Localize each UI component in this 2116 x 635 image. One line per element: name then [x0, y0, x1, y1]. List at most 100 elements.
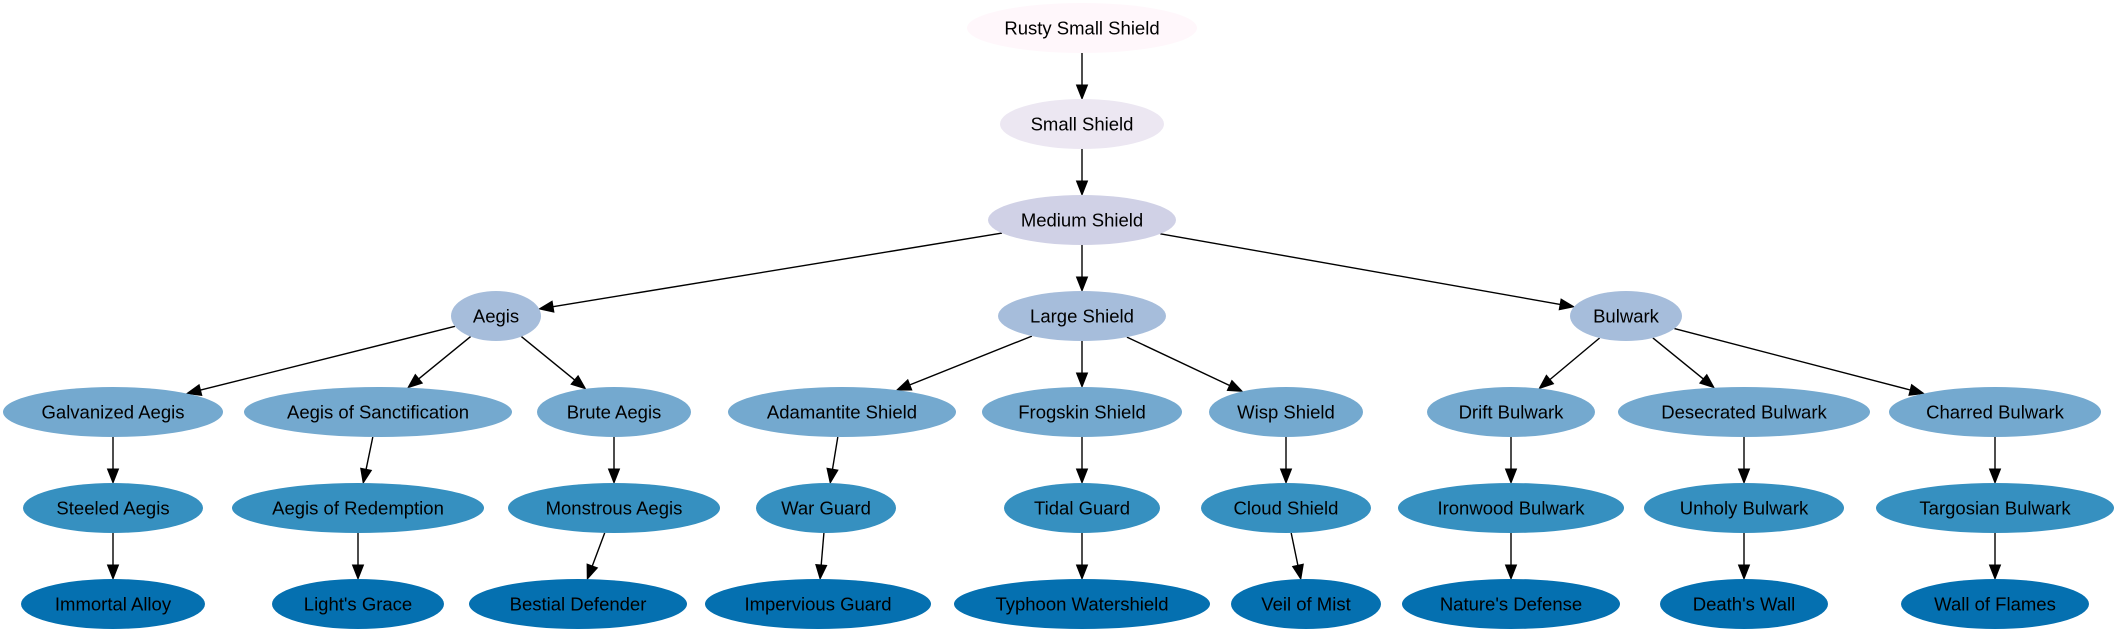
node-desecrated-bulwark: Desecrated Bulwark	[1618, 387, 1870, 437]
node-bulwark: Bulwark	[1570, 291, 1682, 341]
node-lights-grace: Light's Grace	[272, 579, 444, 629]
node-label: War Guard	[781, 498, 871, 519]
arrowhead-icon	[1988, 564, 2002, 581]
arrowhead-icon	[1538, 374, 1555, 390]
node-steeled-aegis: Steeled Aegis	[23, 483, 203, 533]
node-label: Unholy Bulwark	[1680, 498, 1809, 519]
node-label: Wisp Shield	[1237, 402, 1335, 423]
node-large-shield: Large Shield	[998, 291, 1166, 341]
node-shape	[3, 387, 223, 437]
edge-bulwark-to-desecrated-bulwark	[1652, 337, 1716, 389]
edge-aegis-of-sanctification-to-aegis-of-redemption	[360, 436, 374, 485]
edge-large-shield-to-adamantite-shield	[895, 335, 1033, 391]
arrowhead-icon	[1988, 468, 2002, 485]
node-medium-shield: Medium Shield	[988, 195, 1176, 245]
node-targosian-bulwark: Targosian Bulwark	[1876, 483, 2114, 533]
node-label: Tidal Guard	[1034, 498, 1130, 519]
node-label: Rusty Small Shield	[1004, 18, 1159, 39]
edge-aegis-to-galvanized-aegis	[185, 325, 456, 396]
edge-large-shield-to-frogskin-shield	[1075, 341, 1089, 389]
edge-cloud-shield-to-veil-of-mist	[1290, 532, 1304, 581]
arrowhead-icon	[185, 383, 203, 396]
node-label: Impervious Guard	[744, 594, 891, 615]
edge-adamantite-shield-to-war-guard	[826, 436, 839, 485]
node-label: Drift Bulwark	[1459, 402, 1565, 423]
edges-layer	[106, 53, 2002, 581]
node-shape	[967, 3, 1197, 53]
edge-line	[831, 436, 839, 470]
arrowhead-icon	[570, 374, 587, 390]
node-shape	[1209, 387, 1363, 437]
edge-bulwark-to-charred-bulwark	[1674, 327, 1926, 396]
edge-drift-bulwark-to-ironwood-bulwark	[1504, 437, 1518, 485]
node-shape	[1402, 579, 1620, 629]
node-bestial-defender: Bestial Defender	[469, 579, 687, 629]
node-impervious-guard: Impervious Guard	[705, 579, 931, 629]
arrowhead-icon	[106, 564, 120, 581]
edge-line	[1160, 233, 1561, 306]
node-immortal-alloy: Immortal Alloy	[21, 579, 205, 629]
edge-line	[552, 232, 1003, 308]
node-label: Adamantite Shield	[767, 402, 917, 423]
node-aegis-of-redemption: Aegis of Redemption	[232, 483, 484, 533]
node-label: Small Shield	[1031, 114, 1134, 135]
node-shape	[1901, 579, 2089, 629]
node-label: Aegis of Sanctification	[287, 402, 469, 423]
edge-small-shield-to-medium-shield	[1075, 149, 1089, 197]
edge-charred-bulwark-to-targosian-bulwark	[1988, 437, 2002, 485]
arrowhead-icon	[895, 378, 913, 391]
edge-bulwark-to-drift-bulwark	[1538, 337, 1601, 390]
edge-line	[1126, 336, 1230, 387]
node-shape	[1644, 483, 1844, 533]
node-label: Wall of Flames	[1934, 594, 2056, 615]
edge-line	[909, 335, 1033, 386]
node-label: Large Shield	[1030, 306, 1134, 327]
arrowhead-icon	[106, 468, 120, 485]
node-label: Medium Shield	[1021, 210, 1143, 231]
node-aegis-of-sanctification: Aegis of Sanctification	[244, 387, 512, 437]
edge-wisp-shield-to-cloud-shield	[1279, 437, 1293, 485]
arrowhead-icon	[1504, 468, 1518, 485]
node-label: Nature's Defense	[1440, 594, 1582, 615]
node-label: Death's Wall	[1693, 594, 1796, 615]
node-ironwood-bulwark: Ironwood Bulwark	[1398, 483, 1624, 533]
node-unholy-bulwark: Unholy Bulwark	[1644, 483, 1844, 533]
edge-rusty-small-shield-to-small-shield	[1075, 53, 1089, 101]
node-label: Bulwark	[1593, 306, 1660, 327]
node-shape	[728, 387, 956, 437]
arrowhead-icon	[1075, 84, 1089, 101]
node-shape	[272, 579, 444, 629]
node-shape	[756, 483, 896, 533]
arrowhead-icon	[1291, 563, 1304, 581]
node-shape	[232, 483, 484, 533]
edge-medium-shield-to-aegis	[537, 232, 1003, 313]
node-label: Aegis of Redemption	[272, 498, 444, 519]
node-shape	[21, 579, 205, 629]
node-shape	[1427, 387, 1595, 437]
arrowhead-icon	[537, 300, 555, 313]
arrowhead-icon	[1737, 468, 1751, 485]
arrowhead-icon	[1698, 373, 1716, 389]
node-natures-defense: Nature's Defense	[1402, 579, 1620, 629]
node-rusty-small-shield: Rusty Small Shield	[967, 3, 1197, 53]
node-label: Frogskin Shield	[1018, 402, 1146, 423]
node-galvanized-aegis: Galvanized Aegis	[3, 387, 223, 437]
node-shape	[469, 579, 687, 629]
node-monstrous-aegis: Monstrous Aegis	[508, 483, 720, 533]
node-label: Immortal Alloy	[55, 594, 172, 615]
arrowhead-icon	[1075, 468, 1089, 485]
edge-monstrous-aegis-to-bestial-defender	[586, 532, 606, 581]
node-typhoon-watershield: Typhoon Watershield	[954, 579, 1210, 629]
node-charred-bulwark: Charred Bulwark	[1889, 387, 2101, 437]
node-shape	[1889, 387, 2101, 437]
edge-line	[520, 336, 576, 381]
node-shape	[508, 483, 720, 533]
edge-medium-shield-to-bulwark	[1160, 233, 1576, 311]
edge-aegis-of-redemption-to-lights-grace	[351, 533, 365, 581]
edge-line	[200, 325, 456, 391]
edge-unholy-bulwark-to-deaths-wall	[1737, 533, 1751, 581]
node-shape	[1876, 483, 2114, 533]
arrowhead-icon	[1737, 564, 1751, 581]
node-brute-aegis: Brute Aegis	[537, 387, 691, 437]
